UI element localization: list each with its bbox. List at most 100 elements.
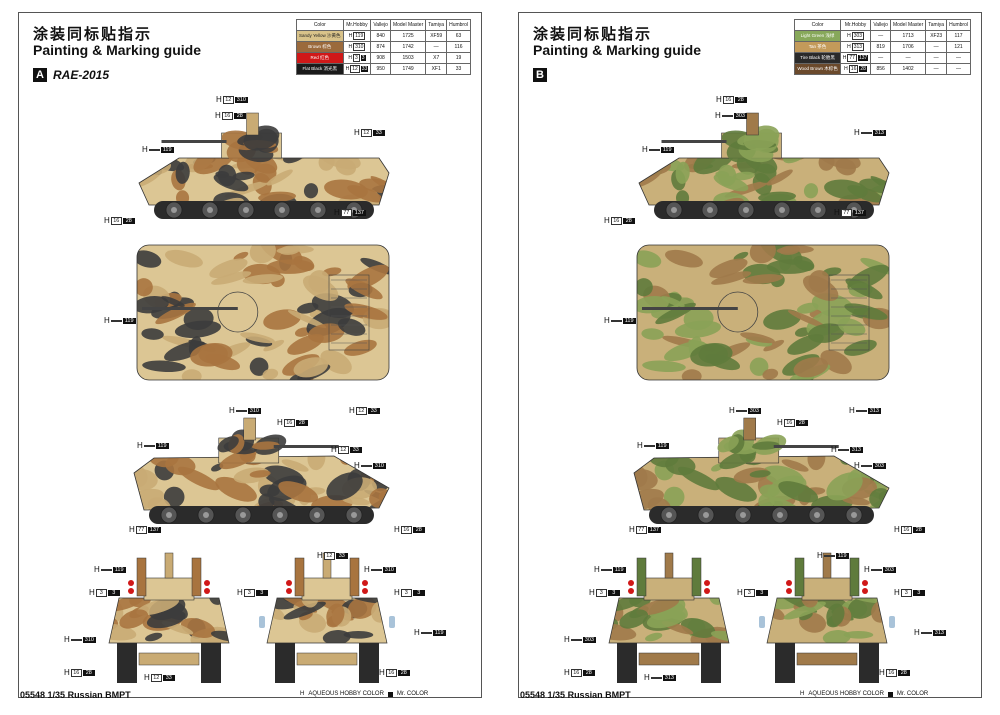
mr-color-code: 3 (412, 589, 425, 596)
variant-label: B (533, 68, 553, 82)
aqueous-code: 16 (400, 525, 412, 534)
mr-color-code: 33 (367, 407, 380, 414)
title-chinese: 涂装同标贴指示 (33, 26, 153, 43)
sight-mast (243, 417, 256, 441)
aqueous-code: 16 (70, 668, 82, 677)
mr-color-code: 3 (607, 589, 620, 596)
mr-color-code: 28 (795, 419, 808, 426)
wheel-hub (703, 512, 709, 518)
mr-color-code: 119 (112, 566, 126, 573)
aqueous-code (823, 554, 835, 557)
missile-launcher (794, 557, 805, 597)
camo-patch (636, 598, 680, 616)
track (149, 506, 374, 524)
h-prefix: H (879, 668, 885, 677)
h-prefix: H (729, 406, 735, 415)
mr-color-code: 28 (582, 669, 595, 676)
title-english: Painting & Marking guide (533, 42, 702, 58)
mr-color-code: 28 (912, 526, 925, 533)
aqueous-code: 16 (110, 216, 122, 225)
camo-patch (119, 609, 149, 629)
track-left (617, 643, 637, 683)
cannon-barrel (661, 140, 727, 143)
mr-color-code: 33 (349, 446, 362, 453)
mr-color-code: 303 (582, 636, 596, 643)
camo-patch (763, 309, 801, 330)
aqueous-code (860, 131, 872, 134)
h-prefix: H (348, 44, 353, 50)
camo-patch (634, 465, 648, 488)
aqueous-code: 12 (337, 445, 349, 454)
aqueous-code: 3 (400, 588, 412, 597)
sight-mast (164, 552, 174, 579)
rear-mirror-icon (759, 616, 765, 628)
aqueous-code: 16 (722, 95, 734, 104)
red-light-icon (286, 580, 292, 586)
aqueous-code (143, 444, 155, 447)
variant-letter: A (33, 68, 47, 82)
track-left (117, 643, 137, 683)
h-prefix: H (349, 406, 355, 415)
camo-patch (263, 309, 301, 330)
camo-patch (163, 486, 185, 508)
sight-mast (743, 417, 756, 441)
camo-patch (836, 194, 865, 205)
wheel-hub (351, 512, 357, 518)
mr-color-code: 28 (82, 669, 95, 676)
h-prefix: H (215, 111, 221, 120)
camo-patch (324, 179, 368, 200)
h-prefix: H (137, 441, 143, 450)
side-view (638, 112, 890, 219)
h-prefix: H (716, 95, 722, 104)
front-turret (301, 577, 353, 601)
mr-color-code: 28 (397, 669, 410, 676)
h-prefix: H (334, 208, 340, 217)
camo-patch (232, 171, 255, 181)
camo-patch (240, 332, 275, 344)
color-swatch: Red 红色 (296, 52, 344, 64)
h-prefix: H (104, 216, 110, 225)
camo-patch (215, 476, 257, 502)
camo-patch (749, 470, 771, 478)
aqueous-code (600, 568, 612, 571)
track (649, 506, 874, 524)
h-prefix: H (842, 55, 847, 61)
camo-patch (342, 496, 370, 506)
camo-patch (134, 465, 148, 488)
h-prefix: H (564, 635, 570, 644)
sight-mast (246, 112, 259, 136)
camo-patch (619, 609, 649, 629)
mr-color-square-icon (387, 691, 393, 697)
aqueous-code: 313 (851, 43, 865, 51)
track-right (359, 643, 379, 683)
h-prefix: H (894, 525, 900, 534)
aqueous-code: 12 (350, 65, 360, 73)
track-left (775, 643, 795, 683)
camo-patch (690, 343, 733, 367)
mr-color-code: 313 (849, 446, 863, 453)
camo-patch (344, 303, 388, 320)
aqueous-code: 3 (900, 588, 912, 597)
h-prefix: H (629, 525, 635, 534)
camo-patch (758, 191, 797, 203)
h-prefix: H (354, 128, 360, 137)
side-view (633, 417, 890, 524)
h-prefix: H (847, 44, 851, 50)
camo-patch (219, 449, 257, 470)
product-code: 05548 (20, 690, 46, 700)
h-prefix: H (831, 445, 837, 454)
top-view (136, 244, 390, 381)
